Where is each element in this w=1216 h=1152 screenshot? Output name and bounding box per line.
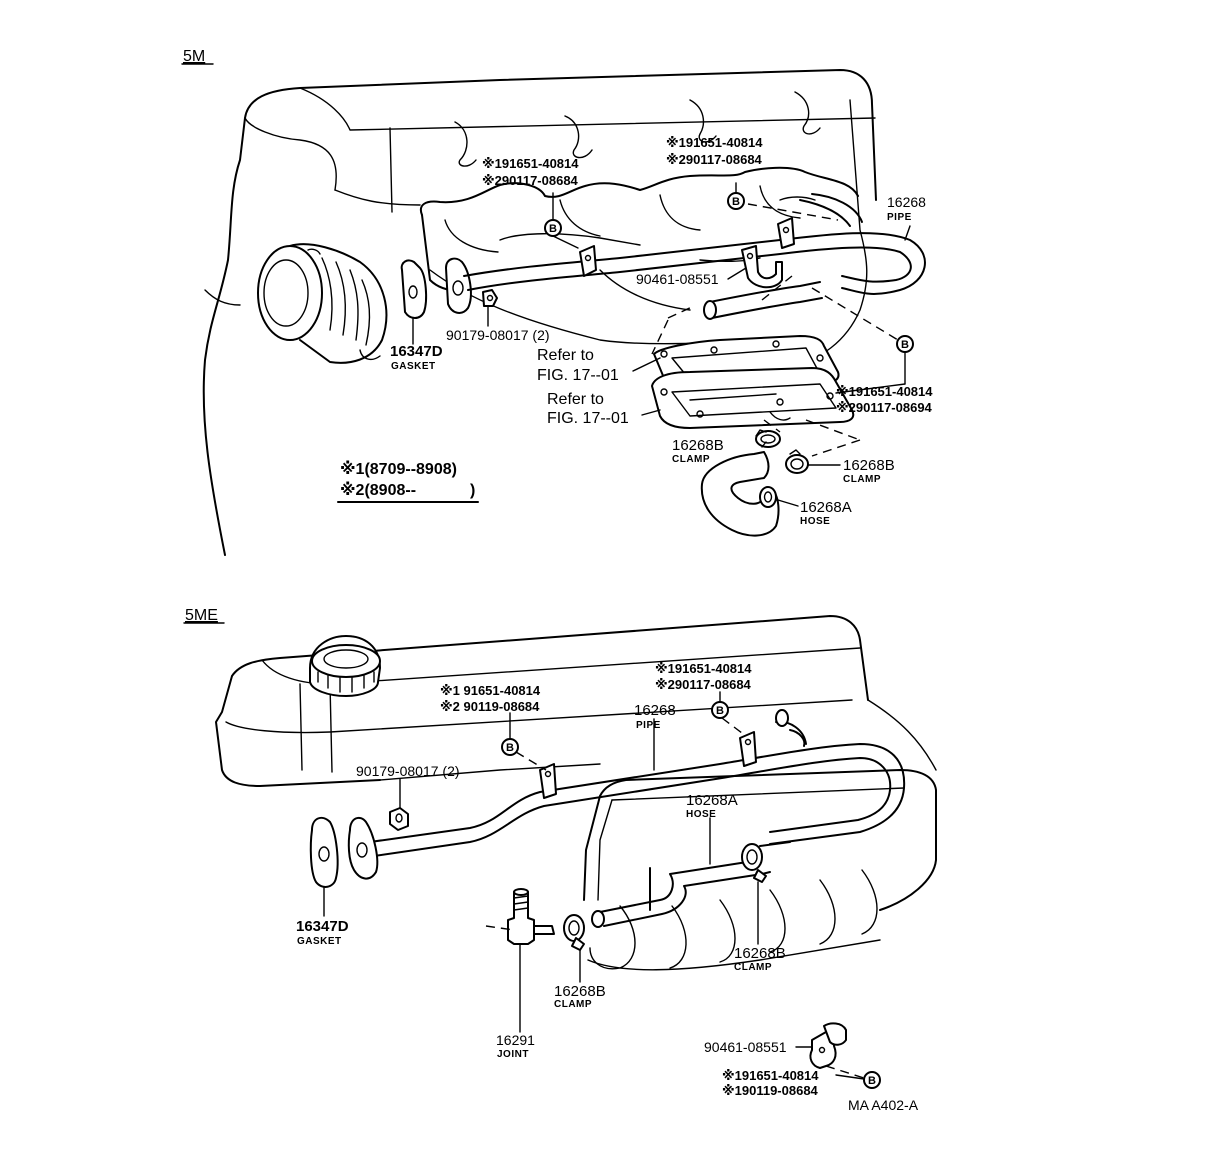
section-label-5m: 5M bbox=[183, 48, 205, 65]
bolt-marker-bottom-center: B bbox=[711, 701, 729, 719]
pipe-flange-top bbox=[445, 257, 472, 314]
svg-text:B: B bbox=[868, 1075, 876, 1087]
top-callout-center-1: ※191651-40814 bbox=[666, 135, 763, 150]
bottom-joint-number: 16291 bbox=[496, 1032, 535, 1048]
bottom-clamp-left-number: 16268B bbox=[554, 983, 606, 1000]
bottom-clamp-left-name: CLAMP bbox=[554, 999, 592, 1010]
top-pipe-number: 16268 bbox=[887, 194, 926, 210]
bolt-marker-bottom-right: B bbox=[863, 1071, 881, 1089]
svg-text:B: B bbox=[716, 705, 724, 717]
bottom-clip-number: 90461-08551 bbox=[704, 1039, 787, 1055]
top-nut-number: 90179-08017 (2) bbox=[446, 327, 550, 343]
cover-plate-lower bbox=[651, 367, 855, 429]
hose-16268a-bottom bbox=[591, 841, 791, 928]
intake-manifold bbox=[583, 769, 937, 971]
clamp-16268b-top-1 bbox=[755, 429, 781, 448]
hose-16268a-top bbox=[700, 451, 780, 537]
clamp-16268b-bottom-left bbox=[563, 914, 585, 951]
bottom-nut-number: 90179-08017 (2) bbox=[356, 763, 460, 779]
top-refer1-line2: FIG. 17--01 bbox=[537, 367, 619, 384]
top-callout-left-1: ※191651-40814 bbox=[482, 156, 579, 171]
figure-code: MA A402-A bbox=[848, 1097, 919, 1113]
bottom-joint-name: JOINT bbox=[497, 1049, 529, 1060]
gasket-bottom bbox=[309, 816, 339, 888]
bottom-gasket-number: 16347D bbox=[296, 918, 349, 935]
legend-line-1: ※1(8709--8908) bbox=[340, 460, 457, 478]
top-clamp2-name: CLAMP bbox=[843, 474, 881, 485]
bottom-callout-bottom-1: ※191651-40814 bbox=[722, 1068, 819, 1083]
bottom-pipe-name: PIPE bbox=[636, 720, 661, 731]
nut-top bbox=[482, 289, 498, 307]
pipe-clip-bottom-right bbox=[739, 731, 757, 767]
bottom-clamp-right-name: CLAMP bbox=[734, 962, 772, 973]
bottom-callout-center-2: ※290117-08684 bbox=[655, 677, 752, 692]
pipe-clip-top-right bbox=[777, 217, 795, 249]
top-callout-right-1: ※191651-40814 bbox=[836, 384, 933, 399]
bottom-gasket-name: GASKET bbox=[297, 936, 342, 947]
top-callout-center-2: ※290117-08684 bbox=[666, 152, 763, 167]
top-gasket-name: GASKET bbox=[391, 361, 436, 372]
top-refer2-line1: Refer to bbox=[547, 391, 604, 408]
clip-90461-top bbox=[741, 245, 783, 289]
alternator-pulley bbox=[257, 243, 388, 364]
bottom-hose-name: HOSE bbox=[686, 809, 716, 820]
top-gasket-number: 16347D bbox=[390, 343, 443, 360]
nut-bottom bbox=[389, 807, 409, 831]
top-pipe-name: PIPE bbox=[887, 212, 912, 223]
top-clip-number: 90461-08551 bbox=[636, 271, 719, 287]
pipe-clip-top-left bbox=[579, 245, 597, 277]
pipe-16268-top bbox=[463, 193, 926, 295]
oil-filler-cap bbox=[309, 635, 381, 697]
svg-text:B: B bbox=[732, 196, 740, 208]
gasket-top bbox=[400, 259, 428, 319]
joint-16291 bbox=[507, 888, 555, 945]
assembly-lines-bottom bbox=[485, 717, 865, 1079]
bottom-callout-center-1: ※191651-40814 bbox=[655, 661, 752, 676]
top-callout-right-2: ※290117-08694 bbox=[836, 400, 933, 415]
legend-line-2: ※2(8908-- bbox=[340, 481, 416, 499]
assembly-lines-top bbox=[651, 203, 899, 457]
bolt-marker-top-left: B bbox=[544, 219, 562, 237]
bolt-marker-bottom-left: B bbox=[501, 738, 519, 756]
svg-text:B: B bbox=[901, 339, 909, 351]
top-clamp1-name: CLAMP bbox=[672, 454, 710, 465]
clamp-16268b-top-2 bbox=[785, 449, 809, 474]
pipe-16268-bottom bbox=[369, 709, 906, 857]
section-label-5me: 5ME bbox=[185, 607, 218, 624]
bolt-marker-top-center: B bbox=[727, 192, 745, 210]
clip-90461-bottom bbox=[809, 1022, 847, 1069]
bottom-hose-number: 16268A bbox=[686, 792, 738, 809]
svg-text:B: B bbox=[549, 223, 557, 235]
bottom-callout-left-1: ※1 91651-40814 bbox=[440, 683, 541, 698]
legend-line-2-close: ) bbox=[470, 482, 475, 499]
bottom-clamp-right-number: 16268B bbox=[734, 945, 786, 962]
bolt-marker-top-right: B bbox=[896, 335, 914, 353]
bottom-callout-left-2: ※2 90119-08684 bbox=[440, 699, 540, 714]
leader-lines-top bbox=[412, 192, 911, 507]
top-callout-left-2: ※290117-08684 bbox=[482, 173, 579, 188]
leader-lines-bottom bbox=[323, 718, 865, 1080]
svg-text:B: B bbox=[506, 742, 514, 754]
top-hose-number: 16268A bbox=[800, 499, 852, 516]
top-clamp1-number: 16268B bbox=[672, 437, 724, 454]
pipe-flange-bottom bbox=[347, 816, 379, 880]
hose-stub-top bbox=[703, 281, 823, 320]
top-refer1-line1: Refer to bbox=[537, 347, 594, 364]
clamp-16268b-bottom-right bbox=[741, 843, 767, 883]
bottom-pipe-number: 16268 bbox=[634, 702, 676, 719]
top-hose-name: HOSE bbox=[800, 516, 830, 527]
pipe-clip-bottom-left bbox=[539, 763, 557, 799]
top-clamp2-number: 16268B bbox=[843, 457, 895, 474]
bottom-callout-bottom-2: ※190119-08684 bbox=[722, 1083, 819, 1098]
top-refer2-line2: FIG. 17--01 bbox=[547, 410, 629, 427]
